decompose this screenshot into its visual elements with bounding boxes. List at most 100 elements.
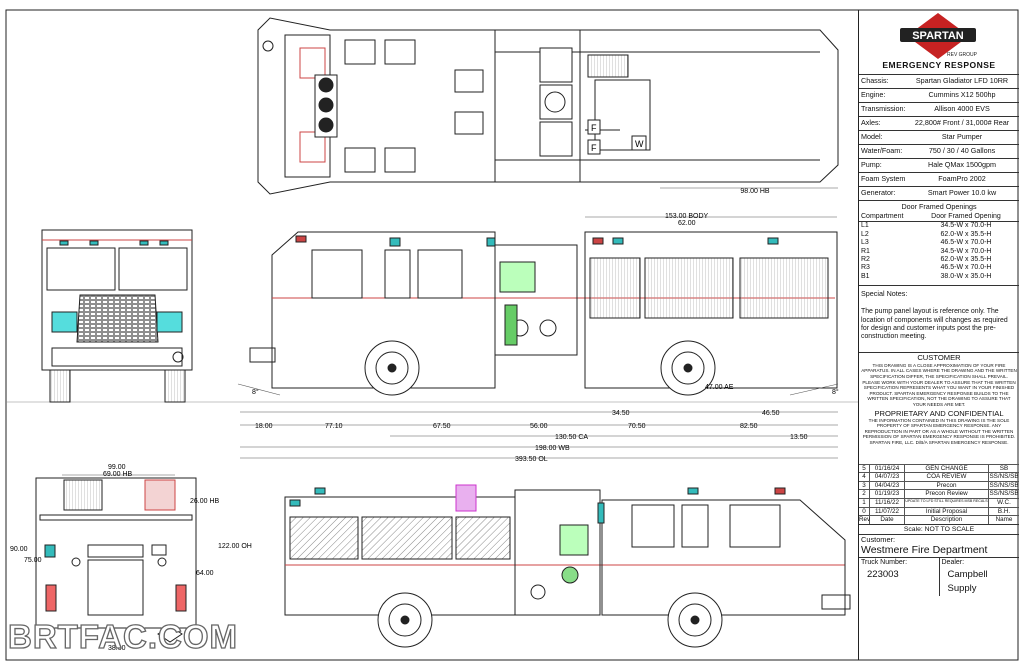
scale-note: Scale: NOT TO SCALE — [859, 523, 1019, 535]
spec-label: Axles: — [861, 118, 881, 127]
dim-d3: 67.50 — [433, 423, 451, 430]
compartment-id: R3 — [861, 264, 870, 272]
truck-label: Truck Number: — [861, 558, 908, 566]
marker-f2: F — [591, 143, 597, 153]
angle-right: 8° — [832, 388, 839, 396]
compartment-size: 38.0-W x 35.0-H — [940, 272, 992, 280]
rev-date: 11/07/22 — [870, 507, 905, 516]
brand-subtitle: EMERGENCY RESPONSE — [882, 60, 996, 70]
truck-number: 223003 — [867, 568, 899, 580]
compartment-size: 34.5-W x 70.0-H — [940, 247, 992, 255]
spec-value: 22,800# Front / 31,000# Rear — [914, 118, 1010, 127]
dim-body: 153.00 BODY — [665, 213, 709, 220]
dim-ca: 130.50 CA — [555, 434, 588, 441]
front-view — [41, 229, 193, 403]
title-block: SPARTAN REV GROUP EMERGENCY RESPONSE Cha… — [858, 10, 1019, 660]
compartment-id: R1 — [861, 247, 870, 255]
dimension-chain — [240, 411, 838, 459]
spec-row: Model: Star Pumper — [859, 131, 1019, 145]
dim-ol: 393.50 OL — [515, 456, 548, 463]
spec-label: Water/Foam: — [861, 146, 903, 155]
compartment-id: L1 — [861, 222, 869, 230]
table-row: L1 34.5-W x 70.0-H — [859, 222, 1019, 230]
rev-number: 0 — [859, 507, 870, 516]
dim-hb26: 26.00 HB — [190, 498, 220, 505]
compartment-size: 46.5-W x 70.0-H — [940, 264, 992, 272]
spec-value: Hale QMax 1500gpm — [928, 160, 996, 169]
dim-d8: 82.50 — [740, 423, 758, 430]
rev-number: 3 — [859, 481, 870, 490]
rev-number: 4 — [859, 473, 870, 481]
rev-col-description: Description — [905, 516, 989, 524]
dealer-label: Dealer: — [941, 558, 965, 566]
spec-value: 750 / 30 / 40 Gallons — [928, 146, 996, 155]
dim-h122: 122.00 OH — [218, 543, 252, 550]
dim-hb-top: 98.00 HB — [740, 188, 770, 195]
customer-notice-text: THIS DRAWING IS A CLOSE APPROXIMATION OF… — [861, 362, 1017, 408]
rev-name: SS/NS/SB — [989, 481, 1019, 489]
openings-col-size: Door Framed Opening — [931, 213, 1001, 220]
marker-w: W — [635, 139, 644, 149]
spec-value: Cummins X12 500hp — [928, 90, 996, 99]
notes-title: Special Notes: — [861, 289, 908, 299]
customer-label: Customer: — [861, 534, 896, 544]
rev-description: Precon Review — [905, 490, 989, 498]
notes-text: The pump panel layout is reference only.… — [861, 308, 1008, 341]
left-side-view — [249, 231, 838, 396]
marker-f1: F — [591, 123, 597, 133]
dealer-name: Campbell Supply — [947, 568, 988, 594]
brand-name: SPARTAN — [912, 30, 964, 42]
rev-description: GEN CHANGE — [905, 464, 989, 473]
top-view — [257, 17, 839, 195]
spec-label: Foam System: — [861, 174, 905, 183]
spec-row: Transmission:Allison 4000 EVS — [859, 103, 1019, 117]
spec-value: Allison 4000 EVS — [934, 104, 990, 113]
rear-view — [35, 477, 197, 643]
rev-name: W.C. — [997, 498, 1011, 506]
rev-description: COA REVIEW — [905, 473, 989, 481]
truck-dealer-row: Truck Number: 223003 Dealer: Campbell Su… — [859, 557, 1019, 596]
rev-name: SB — [999, 464, 1009, 472]
rev-description: UPDATE TO LFD STILL REQUIRES MSB RECALS — [905, 498, 989, 507]
customer-notice-title: CUSTOMER — [859, 351, 1019, 363]
spec-value: Star Pumper — [941, 132, 983, 141]
truck-cell: Truck Number: 223003 — [859, 557, 940, 596]
compartment-size: 34.5-W x 70.0-H — [940, 222, 992, 230]
spec-value: Smart Power 10.0 kw — [927, 188, 997, 197]
dim-d4: 56.00 — [530, 423, 548, 430]
spec-label: Generator: — [861, 188, 896, 197]
dim-ae: 47.00 AE — [705, 384, 734, 391]
spec-label: Engine: — [861, 90, 886, 99]
dim-d2: 77.10 — [325, 423, 343, 430]
spec-label: Model: — [861, 132, 883, 141]
dim-hb69: 69.00 HB — [103, 471, 133, 478]
rev-date: 11/16/22 — [870, 498, 905, 507]
dim-w38: 38.00 — [108, 645, 126, 652]
dim-h64: 64.00 — [196, 570, 214, 577]
rev-date: 01/16/24 — [870, 464, 905, 473]
spec-label: Chassis: — [861, 76, 889, 85]
brand-group: REV GROUP — [947, 52, 978, 58]
proprietary-text: THE INFORMATION CONTAINED IN THIS DRAWIN… — [862, 417, 1016, 445]
compartment-id: L3 — [861, 239, 869, 247]
dim-w99: 99.00 — [108, 464, 126, 471]
rev-name: B.H. — [997, 507, 1011, 515]
rev-description: Precon — [905, 481, 989, 490]
dim-d9: 13.50 — [790, 434, 808, 441]
spec-value: Spartan Gladiator LFD 10RR — [915, 76, 1009, 85]
dim-h90: 90.00 — [10, 546, 28, 553]
spec-row: Pump:Hale QMax 1500gpm — [859, 159, 1019, 173]
